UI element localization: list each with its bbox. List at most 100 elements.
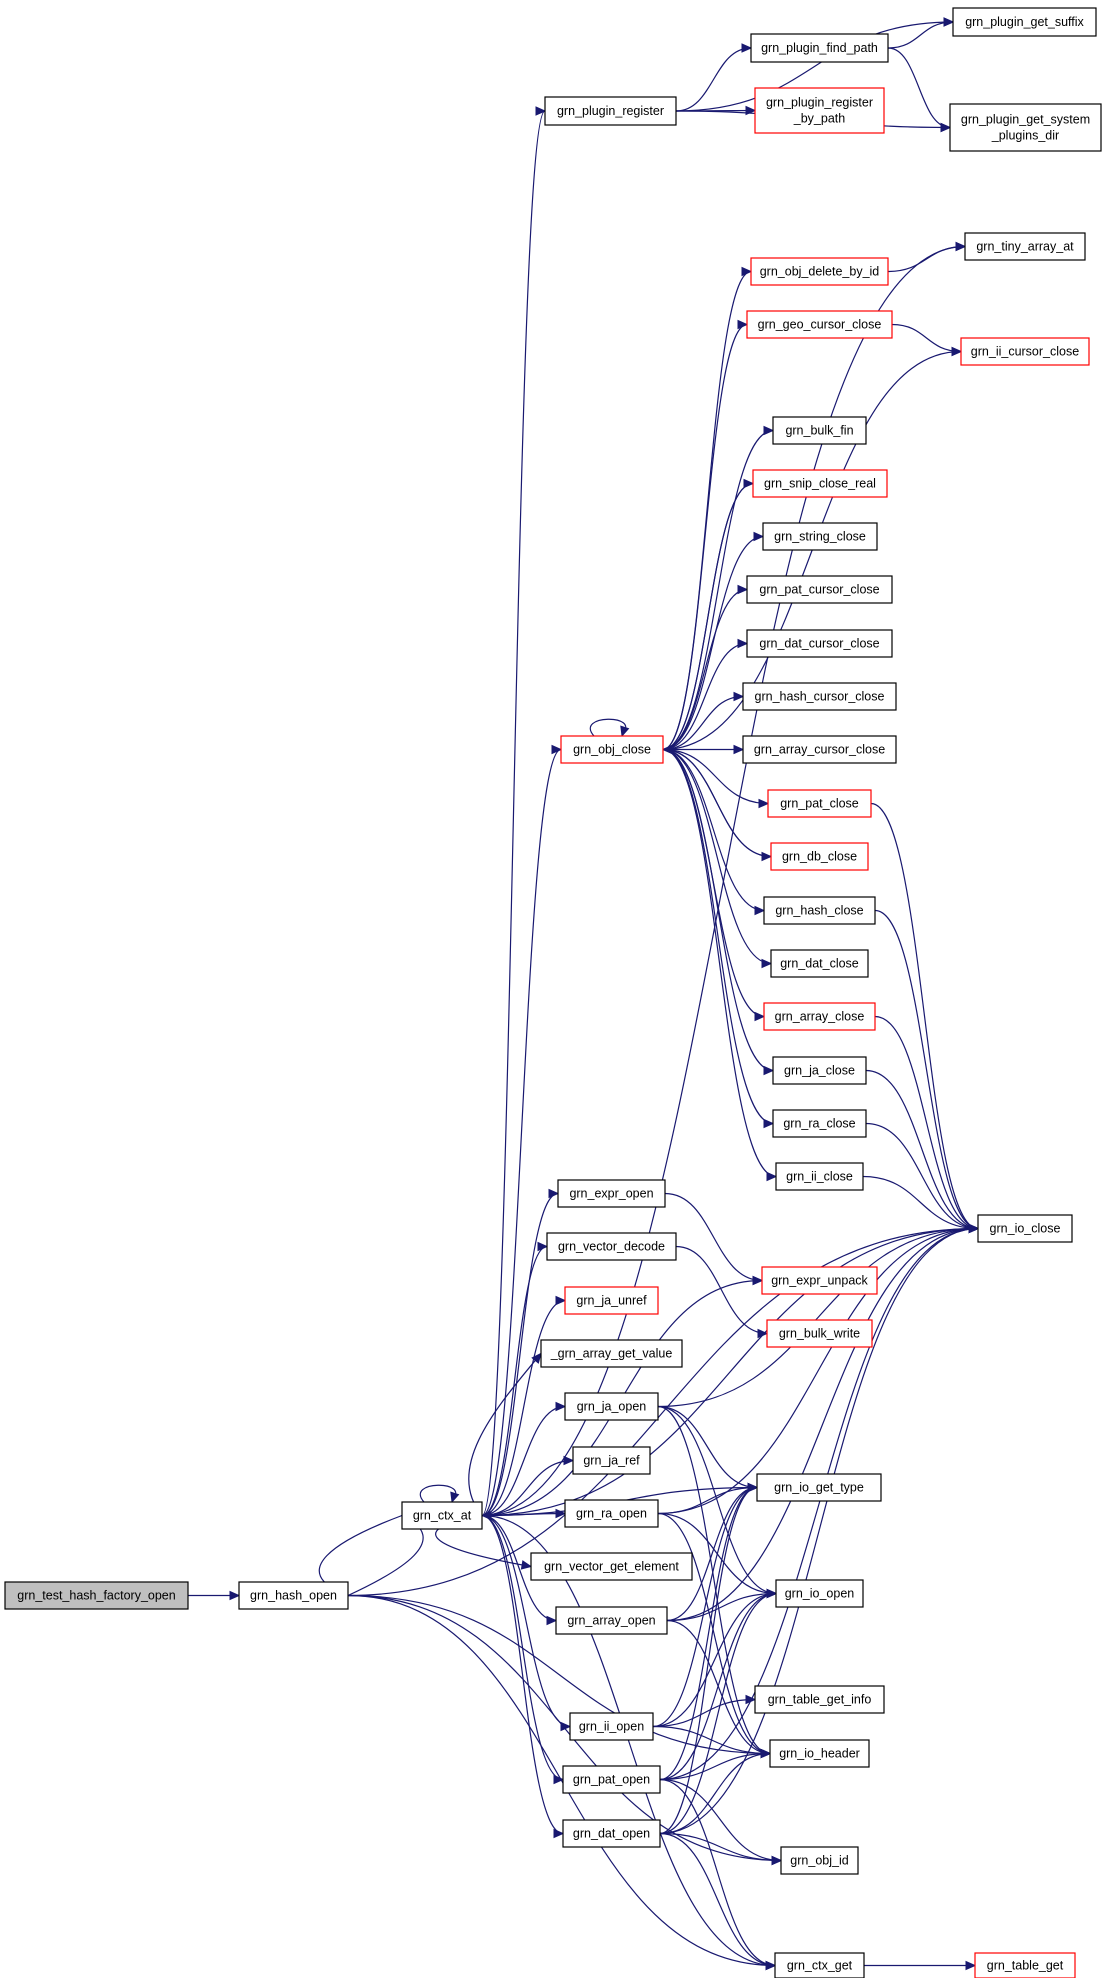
node-ja-ref[interactable]: grn_ja_ref (572, 1446, 651, 1475)
arrowhead-icon (754, 1011, 766, 1022)
node-io-open[interactable]: grn_io_open (775, 1579, 864, 1608)
node-vector-get-element[interactable]: grn_vector_get_element (530, 1552, 693, 1581)
node-label: grn_obj_delete_by_id (760, 265, 880, 279)
node-label: grn_string_close (774, 530, 866, 544)
node-ii-close[interactable]: grn_ii_close (775, 1162, 864, 1191)
edge-line (666, 1592, 777, 1622)
edge-line (659, 1778, 782, 1862)
edge-line (662, 748, 774, 1072)
edge-line (666, 1227, 979, 1622)
node-plugin-get-suffix[interactable]: grn_plugin_get_suffix (952, 7, 1097, 37)
node-box (238, 1581, 349, 1610)
node-table-get[interactable]: grn_table_get (974, 1952, 1076, 1978)
node-array-open[interactable]: grn_array_open (555, 1606, 668, 1635)
node-plugin-register[interactable]: grn_plugin_register (544, 96, 677, 126)
node-label: grn_plugin_get_suffix (965, 15, 1084, 29)
node-tiny-array-at[interactable]: grn_tiny_array_at (964, 232, 1086, 261)
arrowhead-icon (531, 1352, 542, 1364)
node-snip-close-real[interactable]: grn_snip_close_real (752, 469, 888, 498)
node-label: grn_io_open (785, 1587, 855, 1601)
node-ctx-get[interactable]: grn_ctx_get (774, 1952, 865, 1978)
node-box (766, 1319, 873, 1348)
node-pat-cursor-close[interactable]: grn_pat_cursor_close (746, 575, 893, 604)
node-ja-unref[interactable]: grn_ja_unref (564, 1286, 659, 1315)
node-array-close[interactable]: grn_array_close (763, 1002, 876, 1031)
edge-line (662, 482, 754, 751)
node-box (763, 896, 876, 925)
node-ii-open[interactable]: grn_ii_open (569, 1712, 654, 1741)
node-geo-cursor-close[interactable]: grn_geo_cursor_close (746, 310, 893, 339)
node-obj-id[interactable]: grn_obj_id (780, 1846, 859, 1875)
edge-line (664, 1192, 763, 1282)
node-table-get-info[interactable]: grn_table_get_info (754, 1685, 885, 1714)
arrowhead-icon (955, 241, 967, 252)
edge-line (662, 323, 748, 751)
node-label: grn_obj_close (573, 743, 651, 757)
edge-line (659, 1486, 758, 1835)
node-ra-close[interactable]: grn_ra_close (772, 1109, 867, 1138)
node-pat-close[interactable]: grn_pat_close (767, 789, 872, 818)
edge-obj_close-to-array_cursor_close (663, 744, 745, 755)
edge-obj_close-to-hash_cursor_close (662, 691, 745, 751)
node-plugin-find-path[interactable]: grn_plugin_find_path (750, 33, 889, 63)
node-ja-close[interactable]: grn_ja_close (772, 1056, 867, 1085)
node-dat-open[interactable]: grn_dat_open (562, 1819, 661, 1848)
node-box (769, 1739, 870, 1768)
node-box (772, 1056, 867, 1085)
edge-snip_close_real-to-obj_close (661, 482, 754, 755)
node-hash-cursor-close[interactable]: grn_hash_cursor_close (742, 682, 897, 711)
node-dat-close[interactable]: grn_dat_close (770, 949, 869, 978)
arrowhead-icon (535, 106, 547, 116)
node-array-cursor-close[interactable]: grn_array_cursor_close (742, 735, 897, 764)
node-bulk-fin[interactable]: grn_bulk_fin (772, 416, 867, 445)
node-label: grn_ja_unref (576, 1294, 647, 1308)
arrowhead-icon (760, 1748, 772, 1759)
node-array-get-value[interactable]: _grn_array_get_value (540, 1339, 683, 1368)
edge-ctx_at-to-expr_open (481, 1188, 560, 1517)
node-expr-unpack[interactable]: grn_expr_unpack (761, 1266, 878, 1295)
edge-line (481, 1514, 557, 1622)
node-plugin-get-system[interactable]: grn_plugin_get_system_plugins_dir (949, 103, 1102, 152)
node-ii-cursor-close[interactable]: grn_ii_cursor_close (960, 337, 1090, 366)
node-ctx-at[interactable]: grn_ctx_at (401, 1501, 483, 1530)
node-box (762, 522, 878, 551)
node-hash-open[interactable]: grn_hash_open (238, 1581, 349, 1610)
node-obj-delete-by-id[interactable]: grn_obj_delete_by_id (750, 257, 889, 286)
node-hash-close[interactable]: grn_hash_close (763, 896, 876, 925)
node-plugin-register-by-path[interactable]: grn_plugin_register_by_path (754, 87, 885, 134)
node-obj-close[interactable]: grn_obj_close (560, 735, 664, 764)
node-io-header[interactable]: grn_io_header (769, 1739, 870, 1768)
node-box (750, 33, 889, 63)
node-box (960, 337, 1090, 366)
node-box (770, 949, 869, 978)
node-db-close[interactable]: grn_db_close (770, 842, 869, 871)
edge-ctx_get-to-table_get (864, 1960, 977, 1971)
node-bulk-write[interactable]: grn_bulk_write (766, 1319, 873, 1348)
edge-line (675, 21, 954, 112)
node-box (750, 257, 889, 286)
node-ra-open[interactable]: grn_ra_open (564, 1499, 659, 1528)
edge-line (652, 1698, 756, 1728)
node-label: grn_hash_open (250, 1589, 337, 1603)
edge-hash_open-to-obj_id (347, 1594, 783, 1866)
edge-line (419, 1484, 457, 1503)
node-root[interactable]: grn_test_hash_factory_open (4, 1581, 189, 1610)
arrowhead-icon (737, 584, 749, 595)
node-io-close[interactable]: grn_io_close (977, 1214, 1073, 1243)
arrowhead-icon (520, 1560, 533, 1570)
node-dat-cursor-close[interactable]: grn_dat_cursor_close (746, 629, 893, 658)
edge-obj_close-to-dat_cursor_close (662, 638, 749, 751)
node-io-get-type[interactable]: grn_io_get_type (756, 1473, 882, 1502)
edge-ctx_at-to-obj_close (481, 744, 563, 1517)
node-pat-open[interactable]: grn_pat_open (562, 1765, 661, 1794)
edge-obj_close-to-pat_close (662, 748, 770, 809)
edge-pat_open-to-obj_id (659, 1778, 783, 1866)
edge-obj_close-to-pat_cursor_close (662, 584, 749, 751)
node-vector-decode[interactable]: grn_vector_decode (546, 1232, 677, 1261)
node-string-close[interactable]: grn_string_close (762, 522, 878, 551)
node-ja-open[interactable]: grn_ja_open (564, 1392, 659, 1421)
edge-array_open-to-io_get_type (666, 1482, 759, 1622)
edge-expr_open-to-expr_unpack (664, 1192, 764, 1286)
node-expr-open[interactable]: grn_expr_open (557, 1179, 666, 1208)
node-box (540, 1339, 683, 1368)
